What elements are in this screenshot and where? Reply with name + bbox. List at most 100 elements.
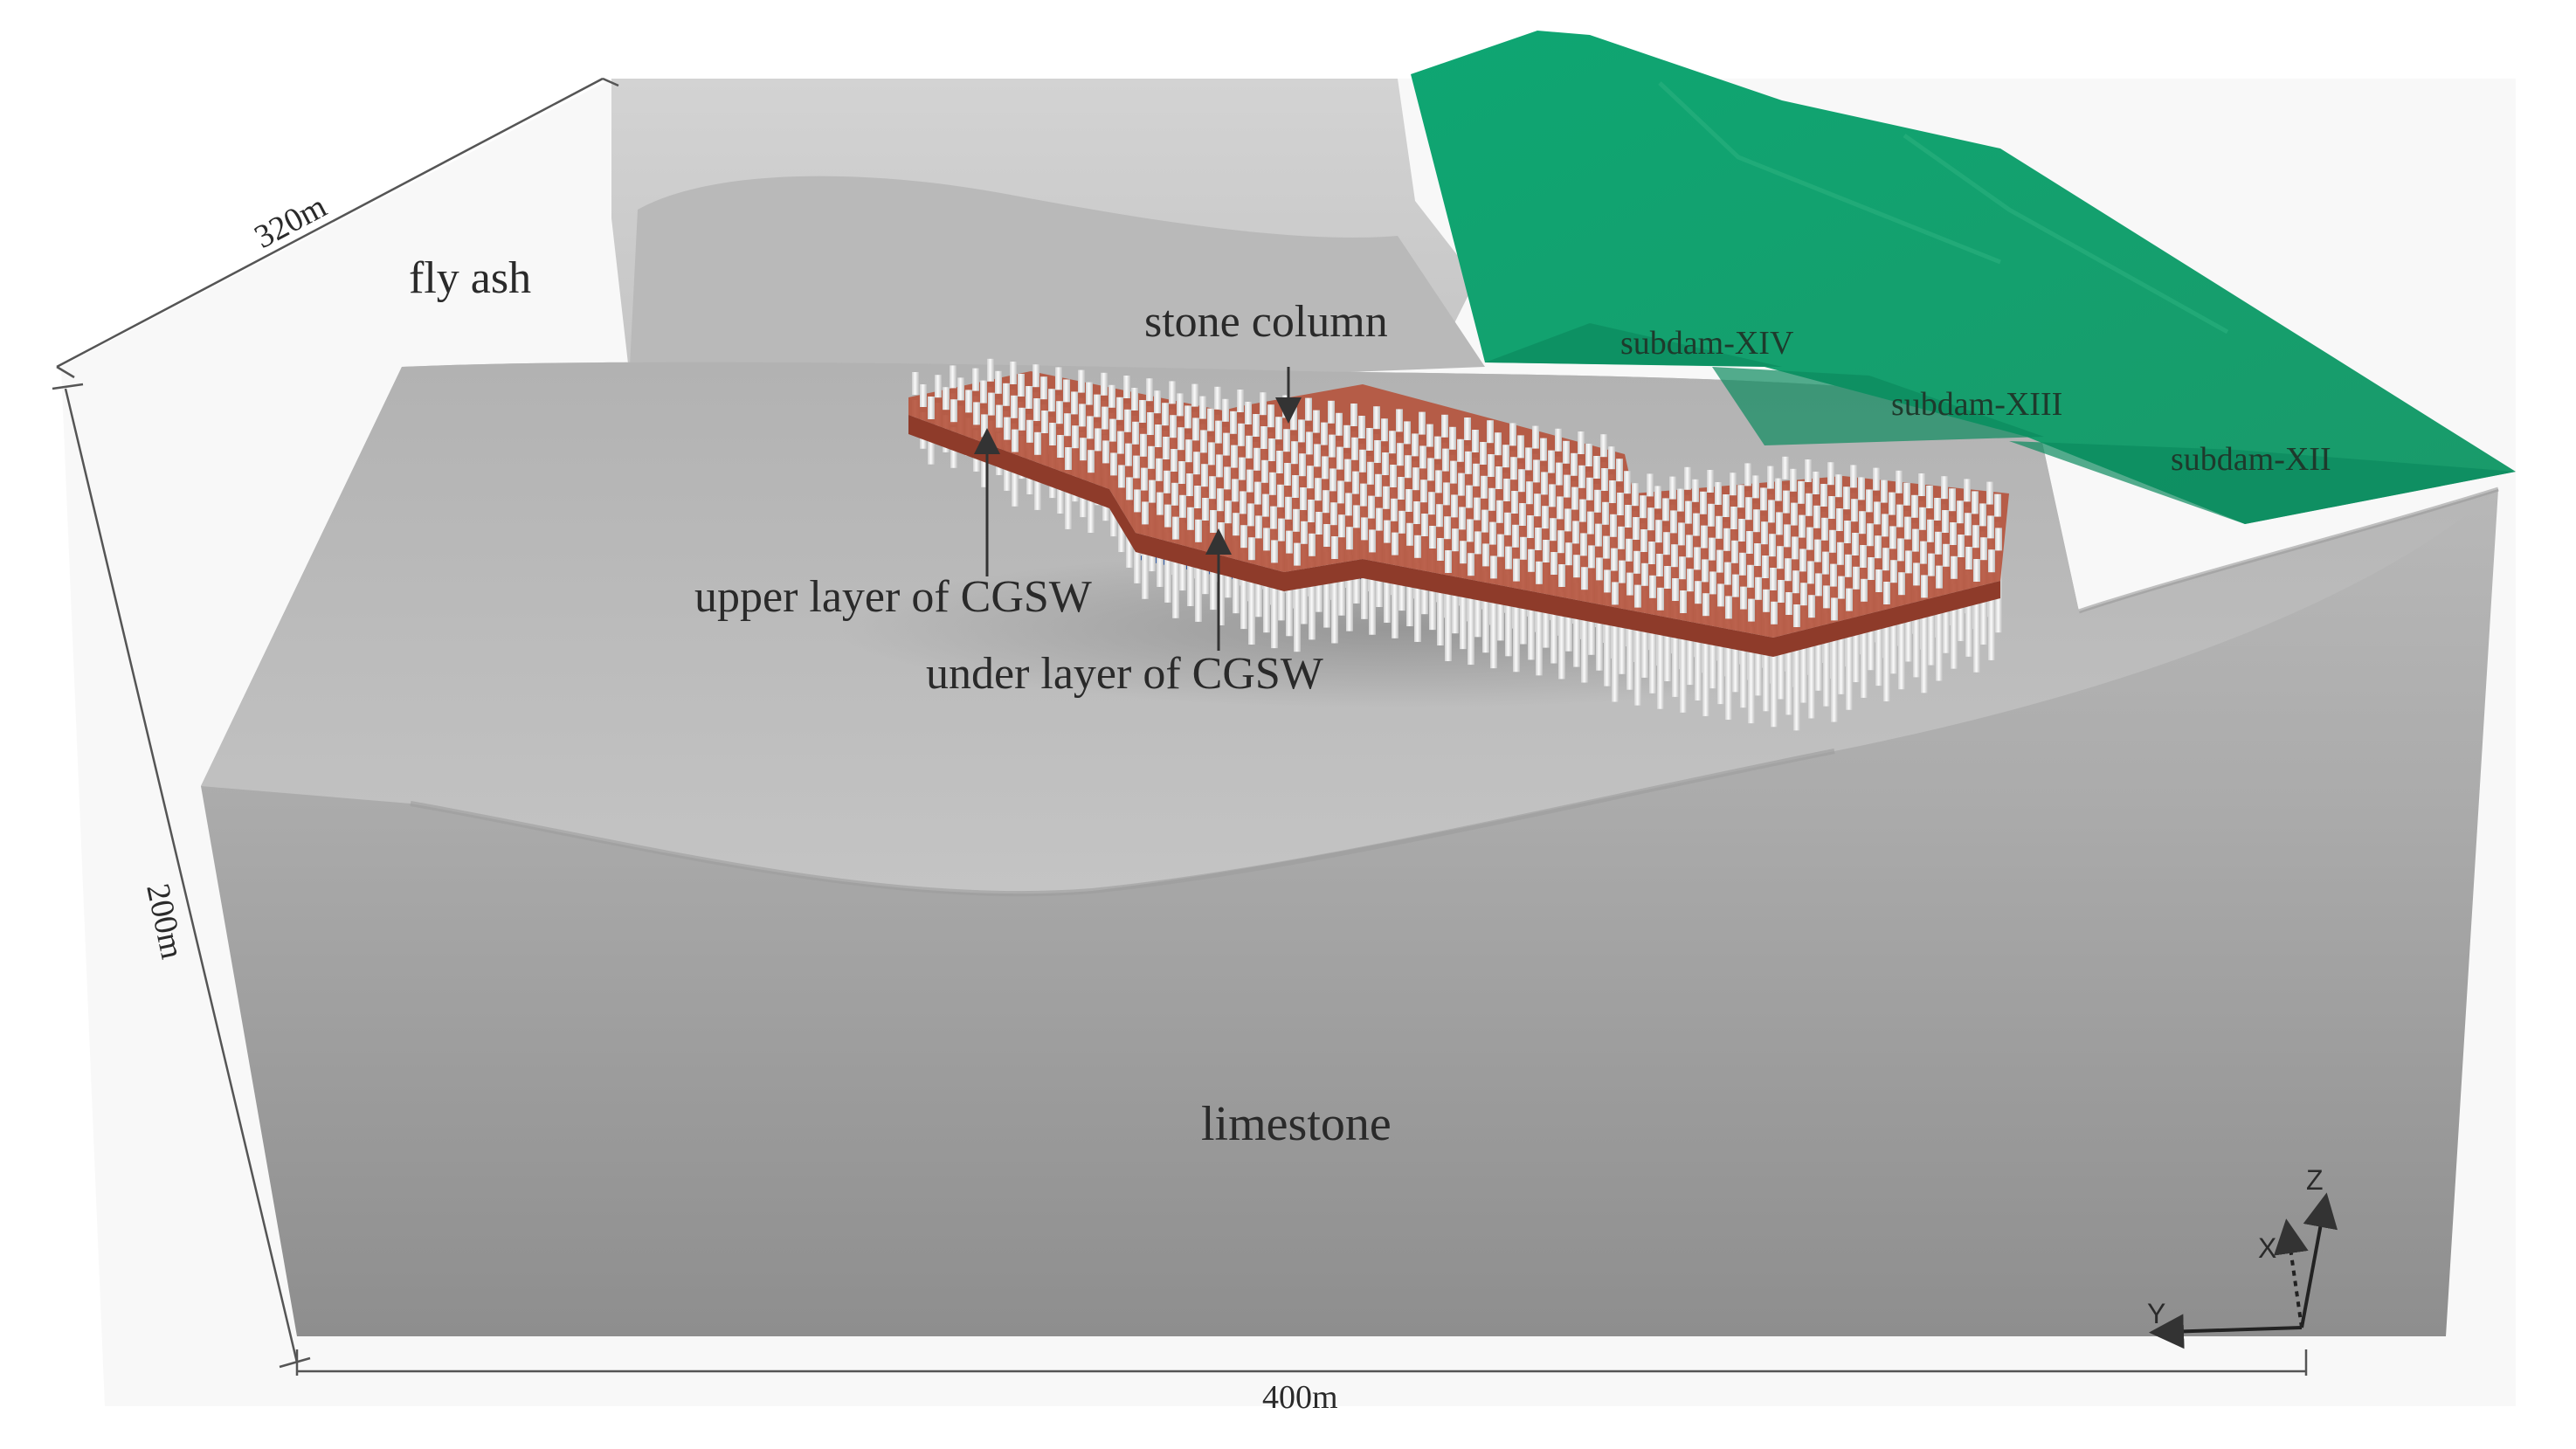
stone-column-top [1452, 528, 1459, 552]
stone-column [1823, 613, 1830, 707]
stone-column-top [1611, 548, 1618, 571]
stone-column-top [1338, 514, 1345, 538]
stone-column [1921, 603, 1928, 693]
subdam-crest-line [1903, 133, 2229, 335]
stone-column-top [1883, 582, 1890, 604]
stone-column-top [1702, 593, 1709, 617]
stone-column-top [1048, 389, 1055, 412]
height-dimension-tick [52, 383, 84, 390]
stone-column-top [1246, 435, 1253, 459]
stone-column-top [1617, 493, 1624, 515]
stone-column-top [1503, 479, 1510, 501]
stone-column-top [1536, 561, 1543, 584]
stone-column-top [1285, 496, 1292, 520]
stone-column-top [1460, 541, 1467, 564]
stone-column-top [1321, 422, 1328, 445]
stone-column-top [1072, 425, 1079, 449]
stone-column-top [1556, 462, 1563, 486]
stone-column-top [1080, 438, 1087, 461]
stone-column-top [1261, 459, 1268, 483]
stone-column-top [1533, 459, 1540, 483]
stone-column-top [1808, 595, 1815, 618]
stone-column-top [1563, 440, 1570, 464]
stone-column [1740, 614, 1747, 708]
stone-column-top [1641, 562, 1648, 586]
stone-column-top [1482, 543, 1489, 567]
stone-column-top [1012, 429, 1019, 452]
stone-column-top [1487, 420, 1494, 444]
stone-column-top [1360, 483, 1367, 507]
depth-dimension-tick [602, 77, 619, 87]
stone-column-top [1513, 558, 1520, 582]
stone-column-top [1309, 533, 1316, 556]
stone-column-top [1928, 553, 1935, 576]
stone-column-top [1519, 503, 1526, 526]
stone-column [1558, 592, 1565, 680]
stone-column-top [1383, 486, 1390, 509]
stone-column-top [1896, 504, 1903, 528]
stone-column-top [1164, 470, 1171, 493]
stone-column [1406, 550, 1413, 627]
stone-column-top [1382, 452, 1389, 475]
stone-column-top [1918, 473, 1925, 496]
stone-column [1861, 606, 1868, 698]
stone-column-top [1172, 516, 1179, 540]
stone-column-top [1655, 520, 1662, 543]
stone-column-top [1827, 462, 1834, 486]
stone-column-top [1738, 519, 1745, 542]
stone-column [1513, 586, 1520, 673]
stone-column-top [1134, 489, 1141, 513]
stone-column-top [1132, 421, 1139, 445]
stone-column-top [1178, 427, 1184, 451]
stone-column-top [1702, 559, 1709, 583]
stone-column-top [1782, 456, 1789, 480]
stone-column [1815, 601, 1822, 691]
stone-column-top [1941, 476, 1948, 500]
stone-column-top [1361, 517, 1368, 541]
stone-column-top [1329, 434, 1336, 458]
stone-column-top [1889, 526, 1896, 549]
stone-column-top [1532, 425, 1539, 449]
stone-column-top [1313, 410, 1320, 433]
stone-column-top [1490, 555, 1497, 579]
stone-column-top [1271, 540, 1278, 563]
stone-column-top [1171, 482, 1178, 506]
stone-column-top [1406, 522, 1413, 546]
stone-column-top [1390, 465, 1397, 487]
stone-column-top [1942, 510, 1949, 533]
stone-column-top [1331, 536, 1338, 559]
stone-column-top [1162, 403, 1169, 426]
stone-column-top [1527, 515, 1534, 538]
width-dimension-label: 400m [1262, 1379, 1338, 1416]
stone-column-top [1290, 407, 1297, 431]
stone-column-top [1497, 534, 1504, 557]
stone-column-top [1632, 483, 1639, 507]
stone-column-top [1950, 522, 1957, 545]
stone-column-top [1980, 537, 1987, 561]
stone-column-top [1450, 460, 1457, 484]
stone-column-top [1905, 550, 1912, 574]
depth-dimension-line [56, 77, 604, 369]
stone-column-top [1564, 474, 1571, 498]
stone-column-top [1844, 521, 1851, 543]
stone-column-top [1238, 423, 1245, 446]
stone-column-top [1534, 493, 1541, 517]
stone-column-top [1049, 423, 1056, 445]
stone-column-top [1154, 390, 1161, 414]
stone-column-top [1233, 513, 1240, 536]
under-layer-label: under layer of CGSW [926, 649, 1323, 699]
stone-column-top [1604, 569, 1611, 593]
stone-column-top [1609, 480, 1616, 503]
stone-column-top [1474, 497, 1481, 521]
stone-column [1164, 532, 1171, 603]
terrain-ridge [2078, 486, 2499, 614]
stone-column-top [1131, 388, 1138, 411]
stone-column-top [1179, 494, 1186, 518]
stone-column-top [1294, 542, 1301, 566]
stone-column-top [1420, 480, 1427, 503]
stone-column-top [950, 399, 957, 423]
z-axis-arrow [2300, 1192, 2338, 1328]
stone-column-top [1799, 514, 1806, 538]
y-axis-label: Y [2147, 1298, 2165, 1329]
stone-column-top [1564, 508, 1571, 532]
